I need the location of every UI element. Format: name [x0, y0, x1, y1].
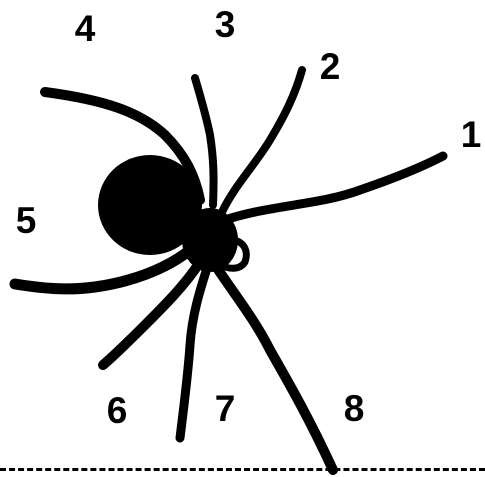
leg-label-3: 3	[205, 6, 245, 43]
leg-label-7: 7	[205, 390, 245, 427]
spider-leg-8	[215, 265, 333, 470]
leg-label-5: 5	[6, 202, 46, 239]
spider-leg-2	[222, 70, 302, 212]
leg-label-2: 2	[310, 48, 350, 85]
spider-leg-5	[15, 250, 190, 289]
leg-label-6: 6	[97, 392, 137, 429]
spider-leg-1	[225, 156, 443, 220]
leg-label-8: 8	[334, 390, 374, 427]
leg-label-4: 4	[65, 10, 105, 47]
leg-label-1: 1	[451, 116, 485, 153]
dashed-baseline	[0, 468, 485, 471]
